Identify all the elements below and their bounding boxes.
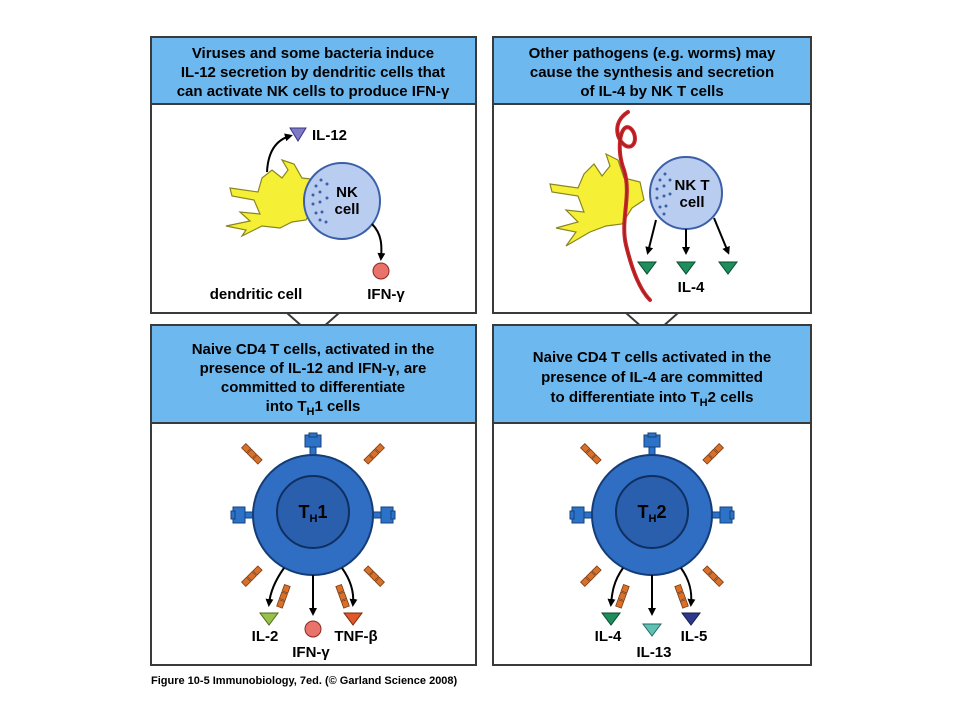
tnf-beta-label: TNF-β bbox=[334, 628, 377, 645]
il4-label: IL-4 bbox=[595, 628, 622, 645]
header-line-2: presence of IL-12 and IFN-γ, are bbox=[200, 360, 427, 377]
th1-cell-label: TH1 bbox=[299, 502, 328, 525]
panel-bottom-right: Naive CD4 T cells activated in the prese… bbox=[492, 324, 812, 666]
il12-triangle-icon bbox=[289, 127, 307, 142]
header-line-1: Viruses and some bacteria induce bbox=[192, 45, 434, 62]
panel-top-left: Viruses and some bacteria induce IL-12 s… bbox=[150, 36, 477, 314]
dendritic-cell-label: dendritic cell bbox=[210, 286, 303, 303]
header-line-3: can activate NK cells to produce IFN-γ bbox=[177, 83, 450, 100]
header-box bbox=[150, 324, 477, 424]
th2-cell-label: TH2 bbox=[638, 502, 667, 525]
header-box bbox=[150, 36, 477, 105]
nkt-label-1: NK T bbox=[675, 177, 710, 194]
header-line-2: cause the synthesis and secretion bbox=[530, 64, 774, 81]
secretion-arrow-icon bbox=[680, 567, 696, 607]
secretion-arrow-icon bbox=[371, 223, 386, 261]
header-line-1: Naive CD4 T cells activated in the bbox=[533, 349, 771, 366]
header-line-2: presence of IL-4 are committed bbox=[541, 369, 763, 386]
secretion-arrow-icon bbox=[265, 567, 285, 607]
il12-label: IL-12 bbox=[312, 127, 347, 144]
ifn-gamma-label: IFN-γ bbox=[367, 286, 405, 303]
header-line-4: into TH1 cells bbox=[266, 398, 361, 418]
nk-granules-icon bbox=[311, 178, 329, 224]
worm-icon bbox=[615, 110, 652, 302]
il4-triangle-icon bbox=[601, 612, 621, 626]
il2-label: IL-2 bbox=[252, 628, 279, 645]
worm-outline-icon bbox=[616, 111, 651, 301]
panel-top-right: Other pathogens (e.g. worms) may cause t… bbox=[492, 36, 812, 314]
il5-triangle-icon bbox=[681, 612, 701, 626]
ifn-gamma-circle-icon bbox=[372, 262, 390, 280]
il13-triangle-icon bbox=[642, 623, 662, 637]
il13-label: IL-13 bbox=[636, 644, 671, 661]
tnf-beta-triangle-icon bbox=[343, 612, 363, 626]
il4-triangle-icon bbox=[718, 261, 738, 275]
header-line-2: IL-12 secretion by dendritic cells that bbox=[181, 64, 445, 81]
il5-label: IL-5 bbox=[681, 628, 708, 645]
th1-nucleus-icon bbox=[276, 475, 350, 549]
header-box bbox=[492, 324, 812, 424]
header-line-3: to differentiate into TH2 cells bbox=[551, 389, 754, 409]
nkt-granules-icon bbox=[655, 172, 672, 216]
il4-label: IL-4 bbox=[678, 279, 705, 296]
secretion-arrow-icon bbox=[266, 133, 293, 173]
dendritic-cell-icon bbox=[549, 152, 645, 247]
nkt-label-2: cell bbox=[679, 194, 704, 211]
il2-triangle-icon bbox=[259, 612, 279, 626]
header-line-1: Other pathogens (e.g. worms) may bbox=[529, 45, 776, 62]
ifn-gamma-circle-icon bbox=[304, 620, 322, 638]
secretion-arrow-icon bbox=[607, 567, 624, 607]
il4-triangle-icon bbox=[676, 261, 696, 275]
il4-triangle-icon bbox=[637, 261, 657, 275]
nk-label-2: cell bbox=[334, 201, 359, 218]
panel-bottom-left: Naive CD4 T cells, activated in the pres… bbox=[150, 324, 477, 666]
header-line-3: of IL-4 by NK T cells bbox=[580, 83, 723, 100]
header-line-3: committed to differentiate bbox=[221, 379, 405, 396]
secretion-arrow-icon bbox=[713, 217, 730, 255]
nk-cell-icon bbox=[303, 162, 381, 240]
secretion-arrow-icon bbox=[341, 567, 358, 607]
header-box bbox=[492, 36, 812, 105]
th2-nucleus-icon bbox=[615, 475, 689, 549]
ifn-gamma-label: IFN-γ bbox=[292, 644, 330, 661]
secretion-arrow-icon bbox=[645, 219, 657, 255]
header-line-1: Naive CD4 T cells, activated in the bbox=[192, 341, 435, 358]
figure-caption: Figure 10-5 Immunobiology, 7ed. (© Garla… bbox=[151, 675, 458, 687]
nk-label-1: NK bbox=[336, 184, 358, 201]
